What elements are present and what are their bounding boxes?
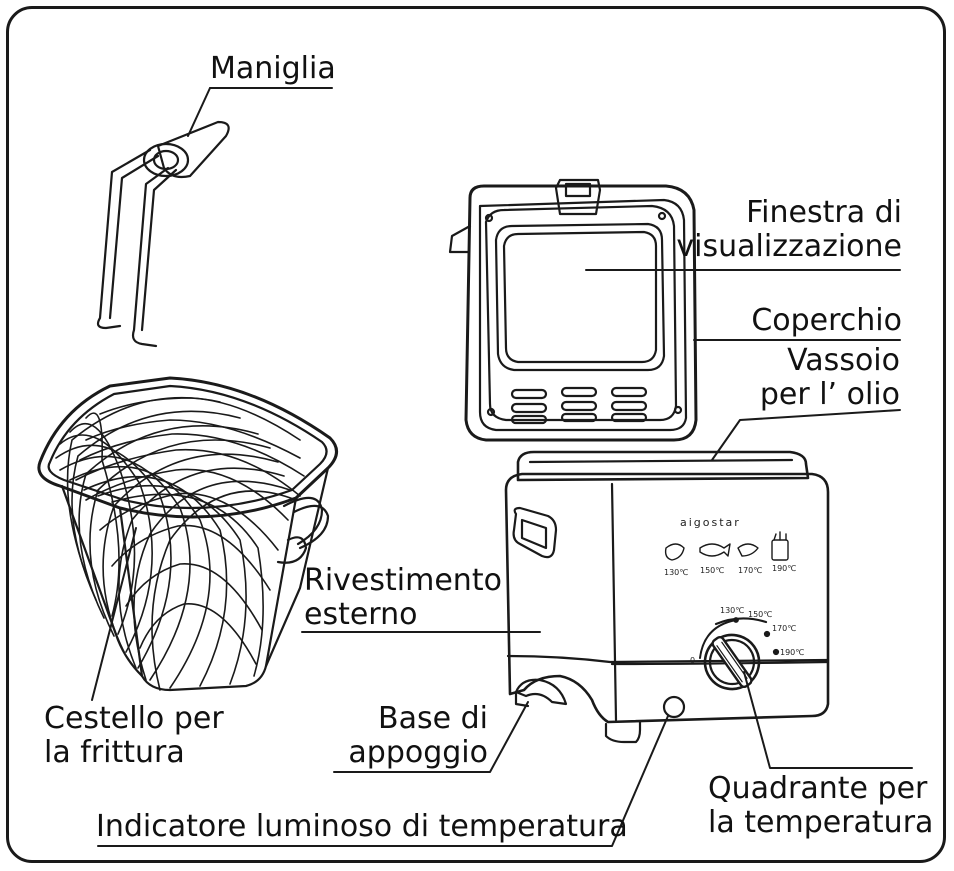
label-temperature-indicator: Indicatore luminoso di temperatura bbox=[96, 809, 628, 844]
dial-mark-150: 150℃ bbox=[748, 610, 773, 619]
lid-drawing bbox=[448, 178, 698, 442]
label-handle: Maniglia bbox=[210, 51, 336, 86]
basket-drawing bbox=[37, 376, 338, 692]
icon-temp-130: 130℃ bbox=[664, 568, 689, 577]
icon-temp-150: 150℃ bbox=[700, 566, 725, 575]
icon-temp-170: 170℃ bbox=[738, 566, 763, 575]
handle-drawing bbox=[96, 120, 230, 348]
dial-mark-0: 0 bbox=[690, 656, 696, 665]
label-lid: Coperchio bbox=[751, 303, 902, 338]
dial-mark-130: 130℃ bbox=[720, 606, 745, 615]
body-drawing bbox=[504, 450, 830, 744]
dial-mark-170: 170℃ bbox=[772, 624, 797, 633]
dial-mark-190: 190℃ bbox=[780, 648, 805, 657]
label-frying-basket: Cestello per la frittura bbox=[44, 701, 224, 770]
icon-temp-190: 190℃ bbox=[772, 564, 797, 573]
label-temperature-dial: Quadrante per la temperatura bbox=[708, 771, 934, 840]
temperature-dial bbox=[703, 633, 761, 691]
brand-logo: aigostar bbox=[680, 516, 741, 529]
label-support-base: Base di appoggio bbox=[348, 701, 488, 770]
label-viewing-window: Finestra di visualizzazione bbox=[676, 195, 902, 264]
label-outer-casing: Rivestimento esterno bbox=[304, 563, 502, 632]
callout-lines bbox=[91, 87, 913, 847]
label-oil-tray: Vassoio per l’ olio bbox=[759, 343, 900, 412]
